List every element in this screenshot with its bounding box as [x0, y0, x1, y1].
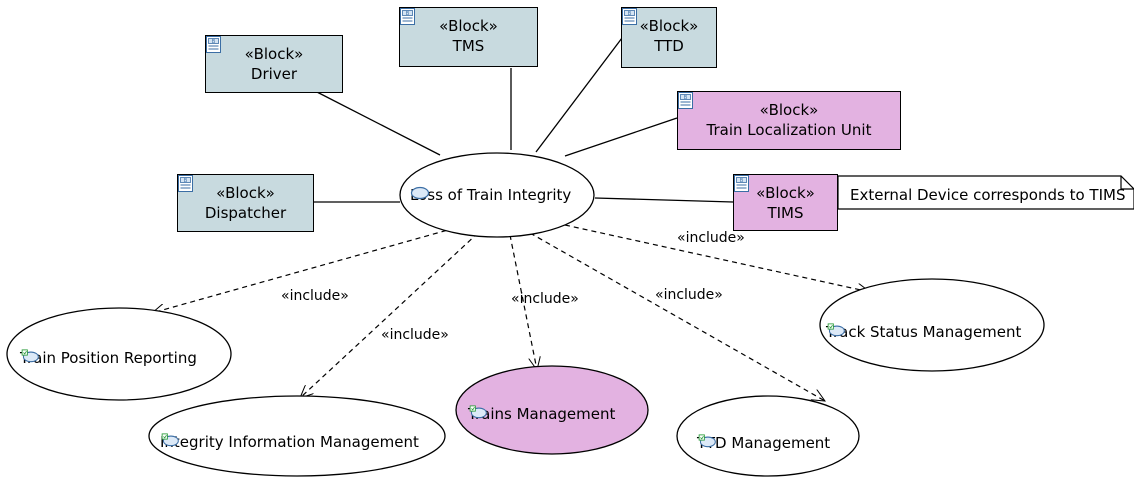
use-case-track-status-management[interactable] [819, 278, 1045, 372]
include-label-train-position-reporting: «include» [281, 288, 349, 304]
block-stereotype: «Block» [244, 45, 304, 63]
use-case-label-track-status-management: Track Status Management [826, 323, 1022, 341]
use-case-icon [698, 434, 716, 448]
include-train-position-reporting [152, 227, 456, 313]
include-label-ttd-management: «include» [655, 287, 723, 303]
use-case-label-loss-of-train-integrity: Loss of Train Integrity [410, 186, 572, 204]
use-case-icon [21, 349, 39, 363]
association-ttd [535, 37, 623, 153]
include-label-track-status-management: «include» [677, 230, 745, 246]
association-tims [594, 197, 734, 203]
block-icon: B [400, 8, 415, 25]
use-case-train-position-reporting[interactable] [6, 307, 232, 401]
use-case-integrity-information-management[interactable] [148, 395, 446, 477]
block-icon: B [622, 8, 637, 25]
include-ttd-management [529, 232, 825, 401]
block-stereotype: «Block» [639, 17, 699, 35]
block-tms[interactable]: «Block» B TMS [399, 7, 538, 67]
include-label-trains-management: «include» [511, 291, 579, 307]
block-tims[interactable]: «Block» B TIMS [733, 174, 838, 231]
include-label-integrity-information-management: «include» [381, 327, 449, 343]
use-case-icon [827, 323, 845, 337]
note-external-device: External Device corresponds to TIMS [838, 178, 1134, 209]
note-text: External Device corresponds to TIMS [850, 186, 1126, 204]
use-case-ttd-management[interactable] [676, 395, 860, 477]
use-case-label-trains-management: Trains Management [468, 405, 616, 423]
block-name: Train Localization Unit [706, 121, 872, 139]
use-case-icon [469, 405, 487, 419]
include-track-status-management [564, 224, 870, 292]
use-case-label-integrity-information-management: Integrity Information Management [160, 433, 419, 451]
include-integrity-information-management [300, 232, 479, 398]
include-trains-management [509, 234, 537, 370]
block-ttd[interactable]: «Block» B TTD [621, 7, 717, 68]
svg-text:B: B [684, 95, 688, 101]
block-driver[interactable]: «Block» B Driver [205, 35, 343, 93]
block-icon: B [678, 92, 693, 109]
block-dispatcher[interactable]: «Block» B Dispatcher [177, 174, 314, 232]
use-case-icon [161, 433, 179, 447]
block-name: Driver [250, 65, 298, 83]
svg-text:B: B [406, 11, 410, 17]
note-fold [1120, 176, 1134, 190]
block-name: TMS [452, 37, 485, 55]
block-train-localization-unit[interactable]: «Block» B Train Localization Unit [677, 91, 901, 150]
svg-text:B: B [740, 178, 744, 184]
block-icon: B [206, 36, 221, 53]
note-shape[interactable] [837, 175, 1134, 210]
association-train-localization-unit [564, 117, 678, 157]
block-name: TTD [654, 37, 684, 55]
block-icon: B [178, 175, 193, 192]
block-name: Dispatcher [204, 204, 287, 222]
use-case-loss-of-train-integrity[interactable] [399, 152, 595, 238]
block-stereotype: «Block» [216, 184, 275, 202]
block-stereotype: «Block» [439, 17, 498, 35]
use-case-trains-management[interactable] [455, 365, 649, 455]
svg-text:B: B [212, 39, 216, 45]
association-driver [314, 90, 441, 156]
use-case-label-ttd-management: TTD Management [697, 434, 831, 452]
use-case-label-train-position-reporting: Train Position Reporting [20, 349, 197, 367]
block-stereotype: «Block» [756, 184, 815, 202]
svg-text:B: B [184, 178, 188, 184]
use-case-icon [410, 186, 430, 200]
block-stereotype: «Block» [759, 101, 819, 119]
svg-text:B: B [628, 11, 632, 17]
block-icon: B [734, 175, 749, 192]
block-name: TIMS [767, 204, 804, 222]
